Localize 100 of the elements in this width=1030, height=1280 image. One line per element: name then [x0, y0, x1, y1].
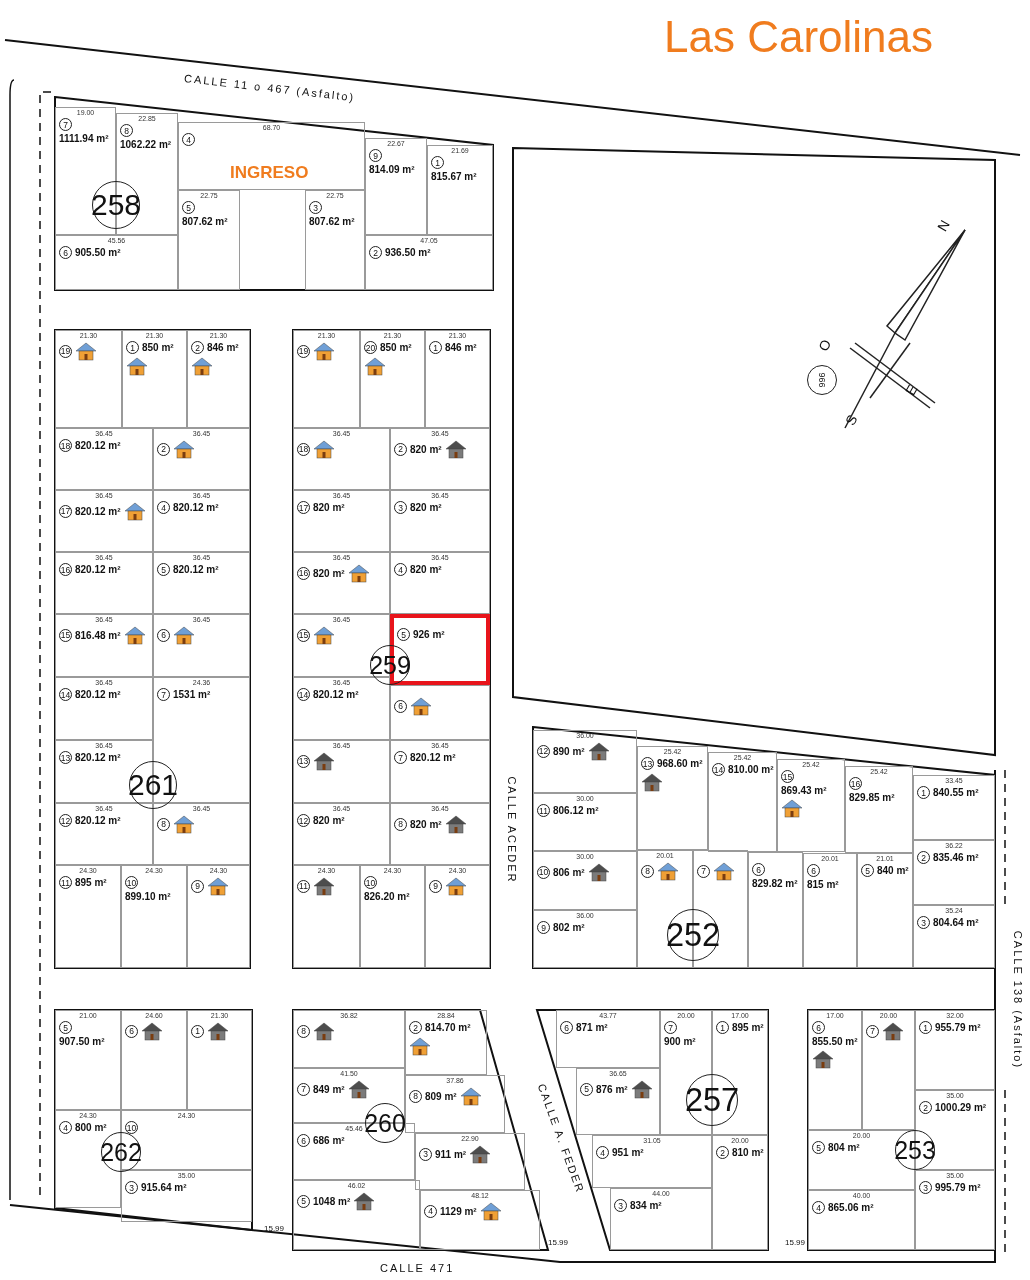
lot-parcel [153, 490, 250, 552]
area-text: 907.50 m² [59, 1036, 105, 1047]
lot-parcel [390, 428, 490, 490]
lot-parcel [390, 552, 490, 614]
area-text: 815.67 m² [431, 171, 477, 182]
compass-letter: N [934, 217, 953, 234]
dimension-text: 15.99 [785, 1238, 806, 1247]
city-block [55, 330, 250, 968]
lot-parcel [293, 865, 360, 968]
area-text: 816.48 m² [75, 629, 121, 641]
area-text: 850 m² [380, 342, 412, 353]
lot-parcel [55, 235, 178, 290]
lot-parcel [55, 1010, 121, 1110]
lot-parcel [915, 1170, 995, 1250]
lot-parcel [122, 330, 187, 428]
lot-parcel [360, 865, 425, 968]
lot-parcel [187, 330, 250, 428]
area-text: 915.64 m² [141, 1182, 187, 1193]
lot-parcel [405, 1075, 505, 1133]
lot-parcel [712, 1135, 768, 1250]
area-text: 806 m² [553, 866, 585, 878]
title-text: Las Carolinas [664, 12, 934, 62]
lot-parcel [293, 330, 360, 428]
area-text: 820 m² [313, 502, 345, 513]
dimension-text: 15.99 [548, 1238, 569, 1247]
area-text: 814.09 m² [369, 164, 415, 175]
area-text: 895 m² [75, 877, 107, 888]
city-block [55, 1010, 252, 1230]
lot-parcel [55, 677, 153, 740]
area-text: 820.12 m² [313, 689, 359, 700]
lot-parcel [293, 803, 390, 865]
area-text: 936.50 m² [385, 247, 431, 258]
lot-parcel [845, 766, 913, 853]
lot-parcel [55, 614, 153, 677]
lot-parcel [293, 740, 390, 803]
lot-parcel [913, 905, 995, 968]
area-text: 846 m² [445, 342, 477, 353]
land-parcel [513, 148, 995, 755]
area-text: 810 m² [732, 1147, 764, 1158]
area-text: 804 m² [828, 1142, 860, 1153]
street-name: CALLE 11 o 467 (Asfalto) [183, 72, 356, 104]
lot-parcel [390, 490, 490, 552]
lot-parcel [55, 865, 121, 968]
lot-parcel [425, 330, 490, 428]
lot-parcel [178, 190, 240, 290]
area-text: 900 m² [664, 1036, 696, 1047]
lot-parcel [390, 803, 490, 865]
area-text: 849 m² [313, 1083, 345, 1095]
area-text: 820.12 m² [173, 502, 219, 513]
area-text: 829.82 m² [752, 878, 798, 889]
area-text: 820.12 m² [75, 505, 121, 517]
lot-parcel [55, 490, 153, 552]
area-text: 846 m² [207, 342, 239, 353]
lot-parcel [153, 803, 250, 865]
area-text: 802 m² [553, 922, 585, 933]
area-text: 807.62 m² [309, 216, 355, 227]
area-text: 968.60 m² [657, 758, 703, 769]
compass-letter: S [842, 411, 861, 428]
city-block [537, 1010, 768, 1250]
area-text: 820 m² [313, 567, 345, 579]
lot-parcel [533, 851, 637, 910]
lot-parcel [121, 1010, 187, 1110]
area-text: 871 m² [576, 1022, 608, 1033]
area-text: 865.06 m² [828, 1202, 874, 1213]
area-text: 1531 m² [173, 689, 211, 700]
area-text: 899.10 m² [125, 891, 171, 902]
lot-parcel [637, 746, 708, 850]
lot-parcel [293, 1010, 405, 1068]
lot-parcel [153, 428, 250, 490]
compass-letter: O [815, 336, 835, 354]
lot-parcel [610, 1188, 712, 1250]
area-text: 820.12 m² [75, 752, 121, 763]
area-text: 815 m² [807, 879, 839, 890]
lot-parcel [913, 840, 995, 905]
area-text: 855.50 m² [812, 1036, 858, 1047]
lot-parcel [748, 852, 803, 968]
area-text: 820 m² [313, 815, 345, 826]
area-text: 926 m² [413, 629, 445, 640]
lot-parcel [55, 552, 153, 614]
area-text: 820.12 m² [173, 564, 219, 575]
lot-parcel [153, 614, 250, 677]
city-block [808, 1010, 995, 1250]
lot-parcel [803, 853, 857, 968]
area-text: 686 m² [313, 1135, 345, 1146]
area-text: 905.50 m² [75, 247, 121, 258]
area-text: 869.43 m² [781, 785, 827, 796]
area-text: 876 m² [596, 1083, 628, 1095]
lot-parcel [592, 1135, 712, 1188]
area-text: 840.55 m² [933, 787, 979, 798]
lot-parcel [862, 1010, 915, 1130]
lot-parcel [915, 1010, 995, 1090]
lot-parcel [390, 740, 490, 803]
area-text: 895 m² [732, 1022, 764, 1033]
area-text: 850 m² [142, 342, 174, 353]
lot-parcel [708, 752, 777, 852]
area-text: 820.12 m² [75, 689, 121, 700]
area-text: 826.20 m² [364, 891, 410, 902]
lot-parcel [533, 793, 637, 851]
area-text: 834 m² [630, 1200, 662, 1211]
lot-parcel [293, 677, 390, 740]
